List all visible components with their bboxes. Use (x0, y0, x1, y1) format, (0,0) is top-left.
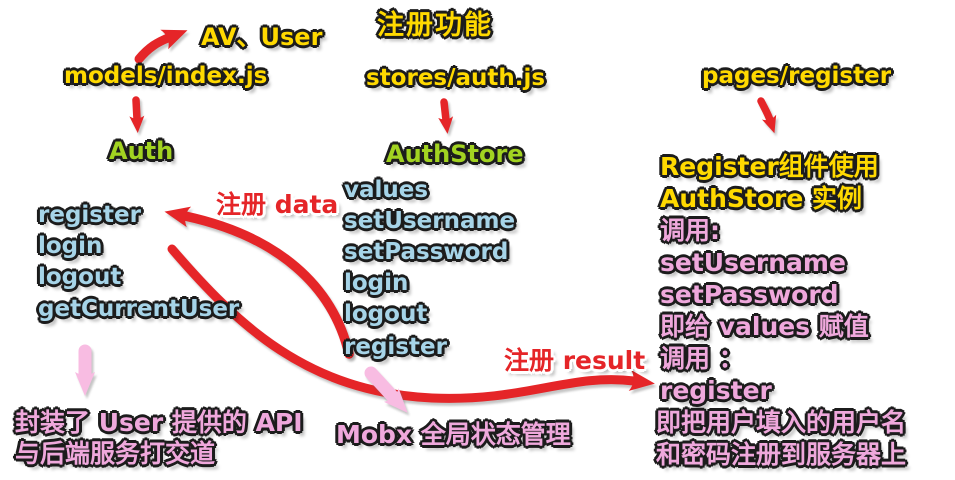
file-label-models-index: models/index.js (64, 63, 268, 89)
class-name-auth: Auth (109, 137, 174, 165)
arrow-stores-down (438, 98, 454, 134)
arrow-label-register-data: 注册 data (216, 190, 339, 219)
register-note-line: 即给 values 赋值 (660, 312, 869, 341)
note-auth-api-line1: 封装了 User 提供的 API (15, 408, 303, 437)
register-note-line: 和密码注册到服务器上 (656, 440, 907, 469)
register-note-line: 调用: (660, 216, 720, 245)
class-name-authstore: AuthStore (386, 140, 524, 168)
auth-member-logout: logout (38, 264, 122, 290)
arrow-pages-down (757, 97, 777, 134)
authstore-member-logout: logout (344, 301, 428, 327)
authstore-member-register: register (344, 334, 447, 360)
arrow-register-data (164, 206, 354, 359)
register-note-line: AuthStore 实例 (660, 184, 863, 213)
authstore-member-values: values (344, 177, 429, 203)
arrow-label-register-result: 注册 result (504, 346, 646, 375)
file-label-stores-auth: stores/auth.js (366, 65, 546, 91)
register-note-line: Register组件使用 (660, 152, 879, 181)
register-note-line: setPassword (660, 280, 839, 309)
register-note-line: 即把用户填入的用户名 (656, 408, 907, 437)
note-mobx: Mobx 全局状态管理 (336, 420, 571, 449)
diagram-title: 注册功能 (377, 10, 493, 41)
file-label-pages-register: pages/register (702, 63, 892, 89)
register-note-line: setUsername (660, 248, 846, 277)
authstore-member-login: login (344, 270, 409, 296)
arrow-store-note-down (364, 366, 408, 413)
register-note-line: register (660, 376, 772, 405)
arrow-models-down (129, 96, 145, 133)
authstore-member-setpassword: setPassword (344, 239, 509, 265)
note-auth-api-line2: 与后端服务打交道 (15, 439, 216, 468)
register-note-line: 调用 ： (660, 344, 744, 373)
auth-member-login: login (38, 233, 103, 259)
auth-member-register: register (38, 202, 141, 228)
auth-member-getcurrentuser: getCurrentUser (38, 296, 240, 322)
arrow-av-user (134, 29, 188, 64)
note-av-user: AV、User (201, 23, 323, 51)
authstore-member-setusername: setUsername (344, 208, 516, 234)
